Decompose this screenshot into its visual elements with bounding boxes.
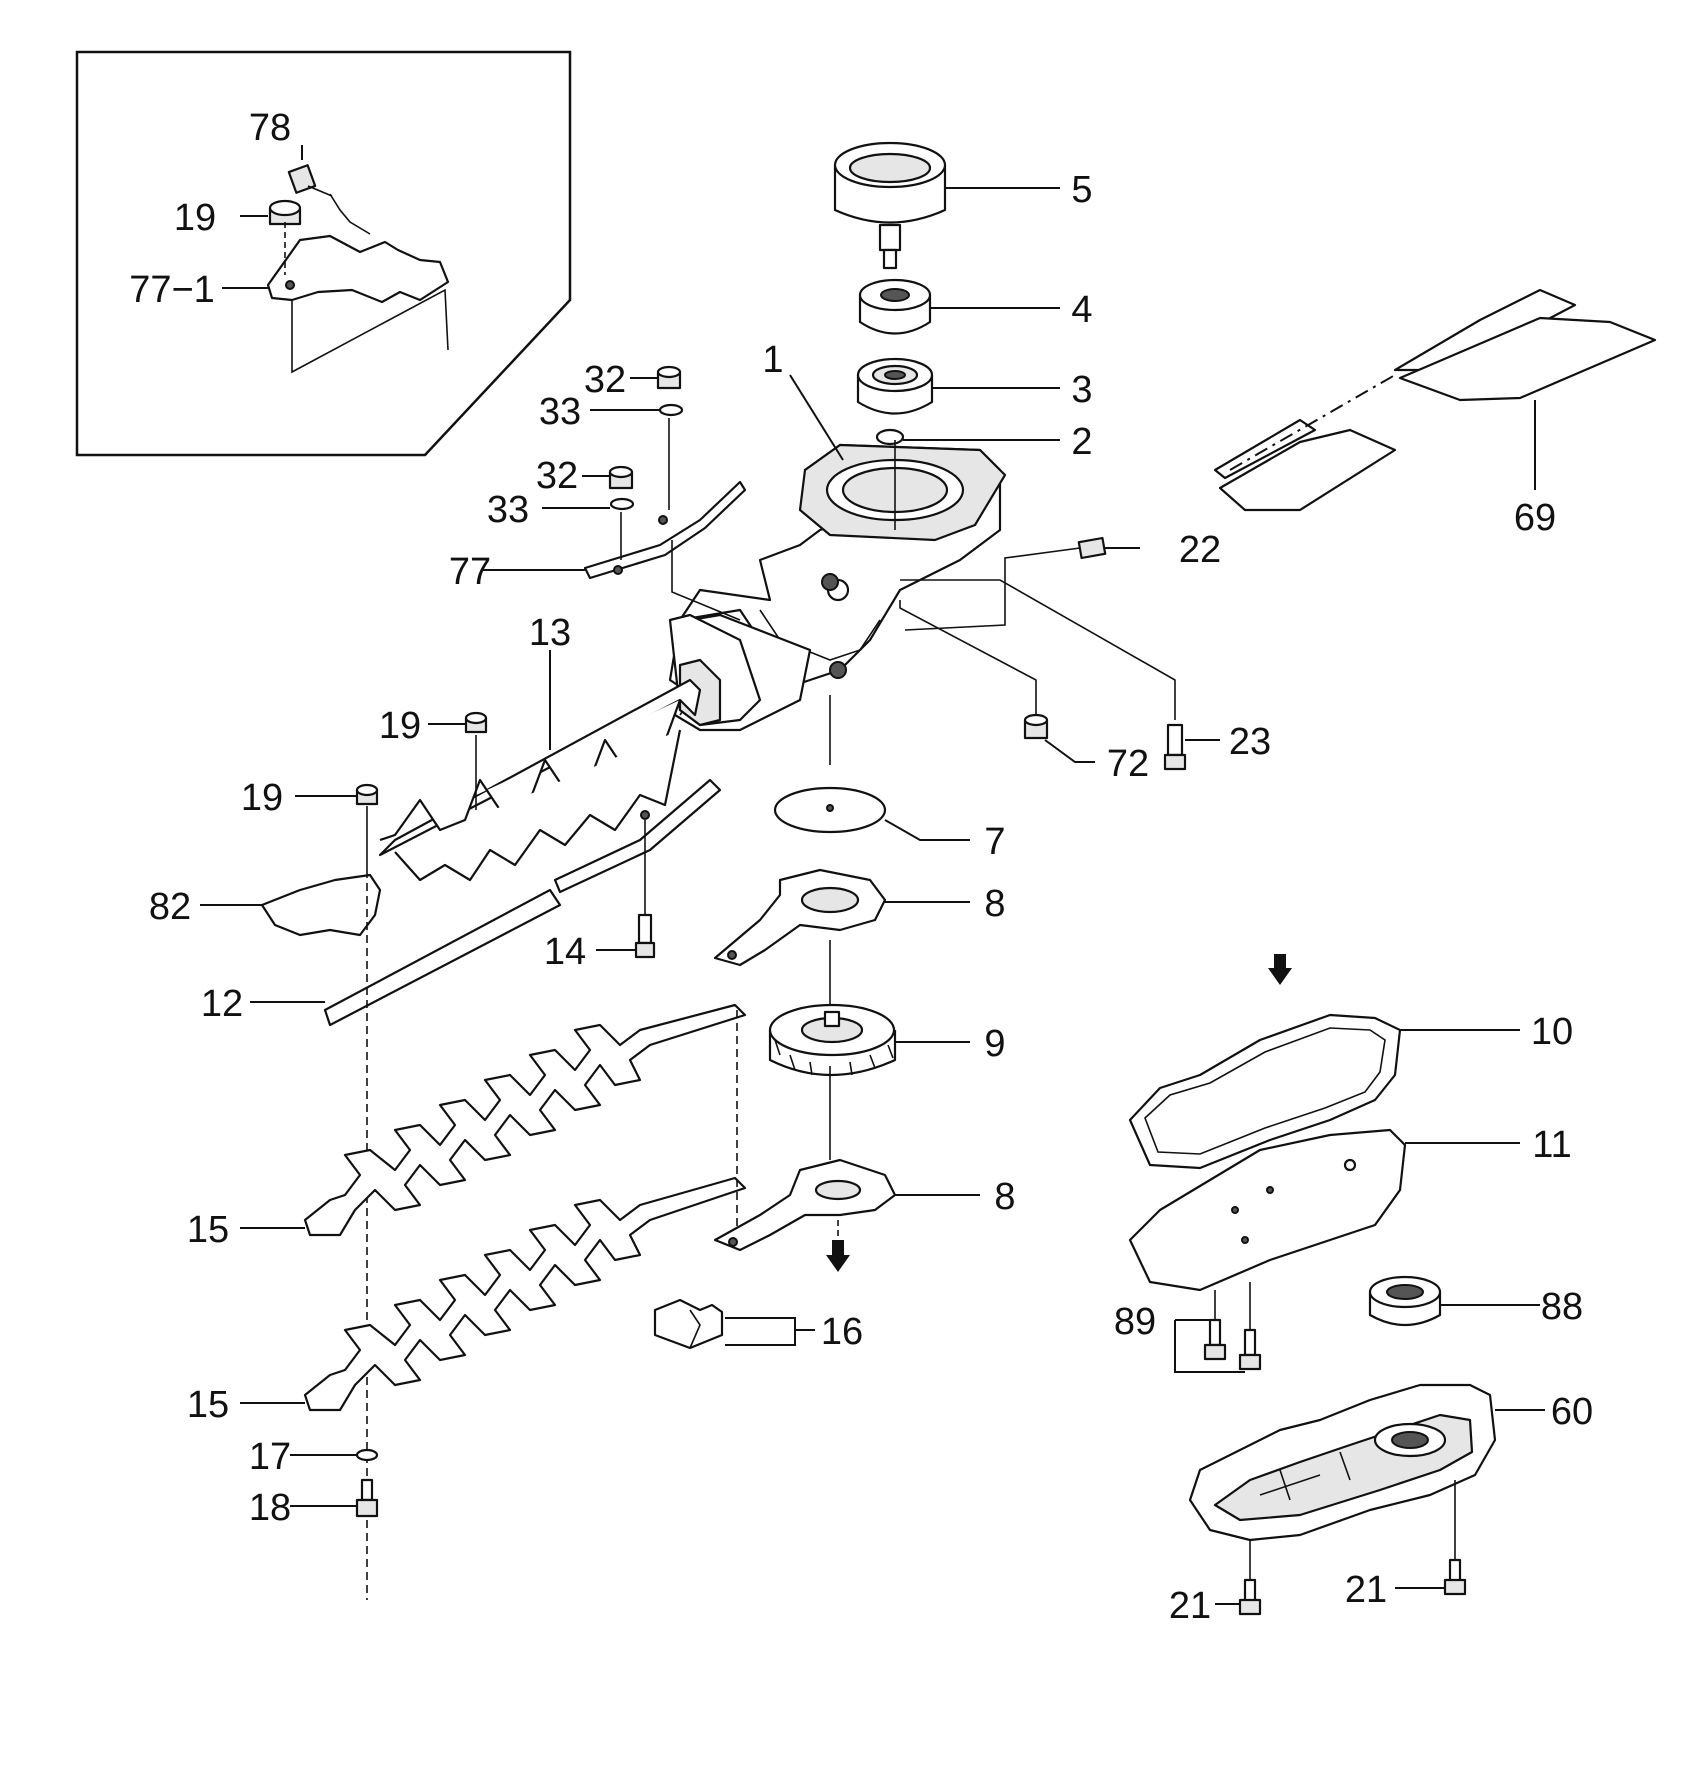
label-23: 23 xyxy=(1229,721,1271,763)
label-8-lower: 8 xyxy=(994,1176,1015,1218)
part-77-plate: 77 xyxy=(449,418,747,621)
label-8-upper: 8 xyxy=(984,883,1005,925)
label-33-lower: 33 xyxy=(487,489,529,531)
label-82: 82 xyxy=(149,886,191,928)
part-21-bolt-left: 21 xyxy=(1169,1540,1262,1627)
part-82-blade-tip-guard: 82 xyxy=(149,873,382,937)
part-5-cup: 5 xyxy=(833,141,1093,270)
part-32-nut-lower: 32 xyxy=(536,455,634,497)
part-19-nut-lower: 19 xyxy=(241,777,379,870)
label-60: 60 xyxy=(1551,1391,1593,1433)
label-88: 88 xyxy=(1541,1286,1583,1328)
part-16-blade-stopper: 16 xyxy=(653,1298,863,1353)
part-89-screws: 89 xyxy=(1114,1282,1262,1373)
label-19-lower: 19 xyxy=(241,777,283,819)
part-9-gear: 9 xyxy=(768,940,1006,1160)
label-77: 77 xyxy=(449,551,491,593)
label-15-upper: 15 xyxy=(187,1209,229,1251)
label-4: 4 xyxy=(1071,289,1092,331)
label-32-upper: 32 xyxy=(584,359,626,401)
label-11: 11 xyxy=(1532,1124,1571,1166)
label-15-lower: 15 xyxy=(187,1384,229,1426)
label-1: 1 xyxy=(762,339,783,381)
label-78: 78 xyxy=(249,107,291,149)
label-2: 2 xyxy=(1071,421,1092,463)
inset-detail-box: 78 19 77−1 xyxy=(75,50,572,457)
part-3-bearing: 3 xyxy=(856,357,1093,415)
part-15-lower-blade: 15 xyxy=(187,1010,747,1426)
label-9: 9 xyxy=(984,1023,1005,1065)
part-13-upper-blade: 13 xyxy=(378,612,702,882)
part-8-upper-plate: 8 xyxy=(713,868,1006,967)
label-21-right: 21 xyxy=(1345,1569,1387,1611)
down-arrow-right xyxy=(1268,954,1292,985)
part-bar-plate-right xyxy=(553,778,722,894)
inset-nut-19 xyxy=(268,199,302,226)
down-arrow-left xyxy=(826,1220,850,1272)
part-60-lower-case: 60 xyxy=(1188,1383,1593,1542)
label-12: 12 xyxy=(201,983,243,1025)
part-11-cover-plate: 11 xyxy=(1128,1124,1572,1292)
part-17-washer: 17 xyxy=(249,1436,379,1478)
label-16: 16 xyxy=(821,1311,863,1353)
part-33-washer-upper: 33 xyxy=(539,391,684,433)
part-8-lower-plate: 8 xyxy=(713,1158,1016,1252)
label-21-left: 21 xyxy=(1169,1585,1211,1627)
part-33-washer-lower: 33 xyxy=(487,489,635,531)
part-2-clip: 2 xyxy=(875,421,1093,463)
label-69: 69 xyxy=(1514,497,1556,539)
label-72: 72 xyxy=(1107,743,1149,785)
part-19-nut-upper: 19 xyxy=(379,705,488,810)
part-4-bearing: 4 xyxy=(858,278,1093,335)
label-19-upper: 19 xyxy=(379,705,421,747)
label-13: 13 xyxy=(529,612,571,654)
label-5: 5 xyxy=(1071,169,1092,211)
label-3: 3 xyxy=(1071,369,1092,411)
inset-bolt-78 xyxy=(287,164,371,235)
label-7: 7 xyxy=(984,821,1005,863)
label-14: 14 xyxy=(544,931,586,973)
part-72-nut: 72 xyxy=(899,600,1149,785)
part-22-grease-fitting: 22 xyxy=(904,529,1221,631)
label-18: 18 xyxy=(249,1487,291,1529)
label-17: 17 xyxy=(249,1436,291,1478)
label-33-upper: 33 xyxy=(539,391,581,433)
label-19-inset: 19 xyxy=(174,197,216,239)
part-14-bolt: 14 xyxy=(544,820,656,973)
part-12-blade-bar: 12 xyxy=(201,870,562,1600)
label-77-1: 77−1 xyxy=(129,269,215,311)
part-18-bolt: 18 xyxy=(249,1478,379,1529)
inset-plate-77-1 xyxy=(266,222,450,374)
label-32-lower: 32 xyxy=(536,455,578,497)
part-10-gasket: 10 xyxy=(1128,1011,1573,1170)
label-22: 22 xyxy=(1179,529,1221,571)
label-89: 89 xyxy=(1114,1301,1156,1343)
part-88-bearing: 88 xyxy=(1368,1275,1583,1328)
part-32-nut-upper: 32 xyxy=(584,359,682,401)
part-7-disc: 7 xyxy=(773,695,1006,863)
part-69-blade-cover: 69 xyxy=(1213,288,1657,539)
part-23-bolt: 23 xyxy=(900,579,1271,771)
label-10: 10 xyxy=(1531,1011,1573,1053)
part-15-upper-blade: 15 xyxy=(187,1003,747,1251)
part-21-bolt-right: 21 xyxy=(1345,1480,1467,1611)
